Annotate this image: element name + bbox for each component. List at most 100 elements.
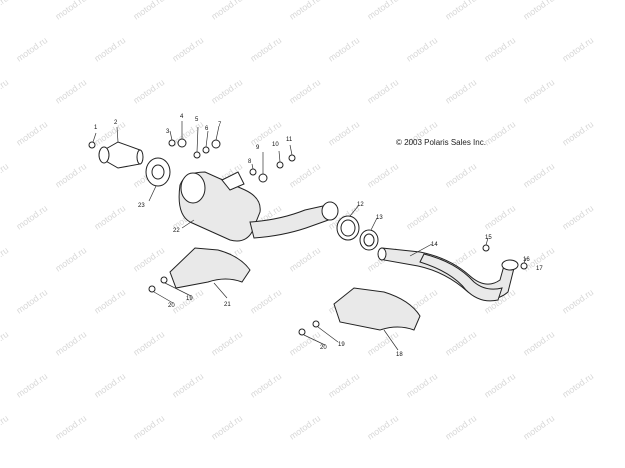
pipe-clamp	[336, 215, 360, 241]
watermark-text: motod.ru	[92, 35, 127, 64]
watermark-text: motod.ru	[560, 287, 595, 316]
watermark-text: motod.ru	[0, 0, 10, 22]
watermark-text: motod.ru	[443, 161, 478, 190]
watermark-text: motod.ru	[248, 287, 283, 316]
watermark-text: motod.ru	[0, 245, 10, 274]
watermark-text: motod.ru	[131, 413, 166, 442]
watermark-text: motod.ru	[326, 35, 361, 64]
callout-22: 22	[173, 228, 180, 234]
watermark-text: motod.ru	[287, 0, 322, 22]
callout-7: 7	[218, 122, 222, 128]
watermark-text: motod.ru	[287, 413, 322, 442]
watermark-text: motod.ru	[404, 35, 439, 64]
watermark-text: motod.ru	[53, 245, 88, 274]
watermark-text: motod.ru	[287, 161, 322, 190]
callout-15: 15	[485, 235, 492, 241]
watermark-text: motod.ru	[170, 35, 205, 64]
head-pipe	[377, 244, 528, 302]
watermark-text: motod.ru	[0, 161, 10, 190]
watermark-text: motod.ru	[0, 413, 10, 442]
watermark-text: motod.ru	[521, 413, 556, 442]
callout-13: 13	[376, 215, 383, 221]
pipe-seal	[359, 229, 379, 251]
watermark-text: motod.ru	[521, 161, 556, 190]
spark-arrestor-tip	[98, 141, 144, 169]
callout-20b: 20	[320, 345, 327, 351]
watermark-text: motod.ru	[443, 329, 478, 358]
heat-shield-rear	[169, 247, 251, 289]
callout-8: 8	[248, 159, 252, 165]
callout-5: 5	[195, 117, 199, 123]
watermark-text: motod.ru	[326, 119, 361, 148]
callout-10: 10	[272, 142, 279, 148]
watermark-text: motod.ru	[521, 0, 556, 22]
watermark-text: motod.ru	[482, 203, 517, 232]
leader-lines	[92, 121, 527, 351]
watermark-text: motod.ru	[170, 119, 205, 148]
watermark-text: motod.ru	[209, 413, 244, 442]
callout-11: 11	[286, 137, 293, 143]
watermark-text: motod.ru	[14, 119, 49, 148]
callout-labels: 1 2 3 4 5 6 7 8 9 10 11 12 13 14 15 16 1…	[94, 114, 543, 358]
watermark-text: motod.ru	[0, 329, 10, 358]
watermark-text: motod.ru	[404, 371, 439, 400]
watermark-text: motod.ru	[482, 35, 517, 64]
watermark-text: motod.ru	[404, 203, 439, 232]
callout-3: 3	[166, 129, 170, 135]
watermark-text: motod.ru	[287, 77, 322, 106]
watermark-text: motod.ru	[92, 287, 127, 316]
callout-9: 9	[256, 145, 260, 151]
callout-17: 17	[536, 266, 543, 272]
watermark-text: motod.ru	[560, 203, 595, 232]
watermark-text: motod.ru	[365, 413, 400, 442]
watermark-text: motod.ru	[482, 371, 517, 400]
tip-gasket	[145, 157, 171, 187]
watermark-text: motod.ru	[521, 77, 556, 106]
watermark-text: motod.ru	[14, 287, 49, 316]
heat-shield-front	[333, 287, 421, 331]
watermark-text: motod.ru	[14, 371, 49, 400]
watermark-text: motod.ru	[560, 35, 595, 64]
watermark-text: motod.ru	[92, 371, 127, 400]
callout-16: 16	[523, 257, 530, 263]
watermark-text: motod.ru	[560, 119, 595, 148]
watermark-text: motod.ru	[443, 413, 478, 442]
callout-18: 18	[396, 352, 403, 358]
watermark-text: motod.ru	[53, 161, 88, 190]
callout-21: 21	[224, 302, 231, 308]
watermark-text: motod.ru	[365, 77, 400, 106]
watermark-text: motod.ru	[365, 0, 400, 22]
watermark-text: motod.ru	[521, 329, 556, 358]
callout-2: 2	[114, 120, 118, 126]
watermark-text: motod.ru	[14, 203, 49, 232]
watermark-text: motod.ru	[560, 371, 595, 400]
watermark-text: motod.ru	[92, 203, 127, 232]
watermark-text: motod.ru	[53, 413, 88, 442]
watermark-text: motod.ru	[0, 77, 10, 106]
callout-12: 12	[357, 202, 364, 208]
callout-19a: 19	[186, 296, 193, 302]
callout-20a: 20	[168, 303, 175, 309]
watermark-text: motod.ru	[170, 371, 205, 400]
watermark-text: motod.ru	[443, 0, 478, 22]
muffler	[178, 171, 339, 242]
watermark-text: motod.ru	[209, 329, 244, 358]
watermark-text: motod.ru	[131, 77, 166, 106]
watermark-text: motod.ru	[53, 329, 88, 358]
watermark-text: motod.ru	[53, 0, 88, 22]
watermark-text: motod.ru	[365, 161, 400, 190]
watermark-text: motod.ru	[287, 245, 322, 274]
watermark-text: motod.ru	[248, 35, 283, 64]
watermark-text: motod.ru	[209, 77, 244, 106]
callout-4: 4	[180, 114, 184, 120]
watermark-text: motod.ru	[248, 371, 283, 400]
watermark-text: motod.ru	[131, 0, 166, 22]
watermark-text: motod.ru	[482, 119, 517, 148]
watermark-text: motod.ru	[14, 35, 49, 64]
callout-23: 23	[138, 203, 145, 209]
watermark-text: motod.ru	[53, 77, 88, 106]
callout-14: 14	[431, 242, 438, 248]
watermark-text: motod.ru	[209, 0, 244, 22]
watermark-text: motod.ru	[131, 329, 166, 358]
